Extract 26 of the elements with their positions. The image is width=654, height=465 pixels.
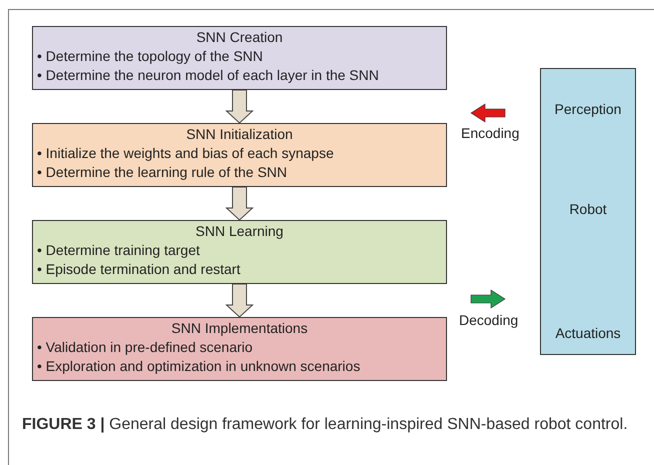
bullet-item: • Episode termination and restart bbox=[37, 260, 242, 279]
box-heading: SNN Initialization bbox=[185, 125, 294, 144]
bullet-item: • Determine the learning rule of the SNN bbox=[37, 163, 288, 182]
block-arrow bbox=[225, 90, 254, 124]
robot-label: Robot bbox=[568, 201, 608, 217]
arrow-label: Encoding bbox=[461, 125, 520, 141]
figure-caption: FIGURE 3 | General design framework for learning-inspired SNN-based robot control. bbox=[22, 415, 629, 435]
bullet-item: • Validation in pre-defined scenario bbox=[37, 338, 254, 357]
robot-label: Actuations bbox=[554, 325, 622, 341]
process-box bbox=[32, 123, 447, 187]
bullet-item: • Determine the topology of the SNN bbox=[37, 47, 264, 66]
robot-box bbox=[540, 68, 636, 355]
process-box bbox=[32, 317, 447, 381]
box-heading: SNN Creation bbox=[195, 28, 284, 47]
box-heading: SNN Implementations bbox=[170, 319, 309, 338]
box-heading: SNN Learning bbox=[194, 222, 284, 241]
bullet-item: • Determine the neuron model of each layer in the SNN bbox=[37, 66, 380, 85]
bullet-item: • Exploration and optimization in unknown scenarios bbox=[37, 357, 362, 376]
bullet-item: • Initialize the weights and bias of each synapse bbox=[37, 144, 335, 163]
robot-label: Perception bbox=[554, 101, 622, 117]
block-arrow bbox=[225, 284, 254, 318]
process-box bbox=[32, 220, 447, 284]
process-box bbox=[32, 26, 447, 90]
arrow-label: Decoding bbox=[459, 312, 518, 328]
block-arrow bbox=[225, 186, 254, 221]
bullet-item: • Determine training target bbox=[37, 241, 201, 260]
